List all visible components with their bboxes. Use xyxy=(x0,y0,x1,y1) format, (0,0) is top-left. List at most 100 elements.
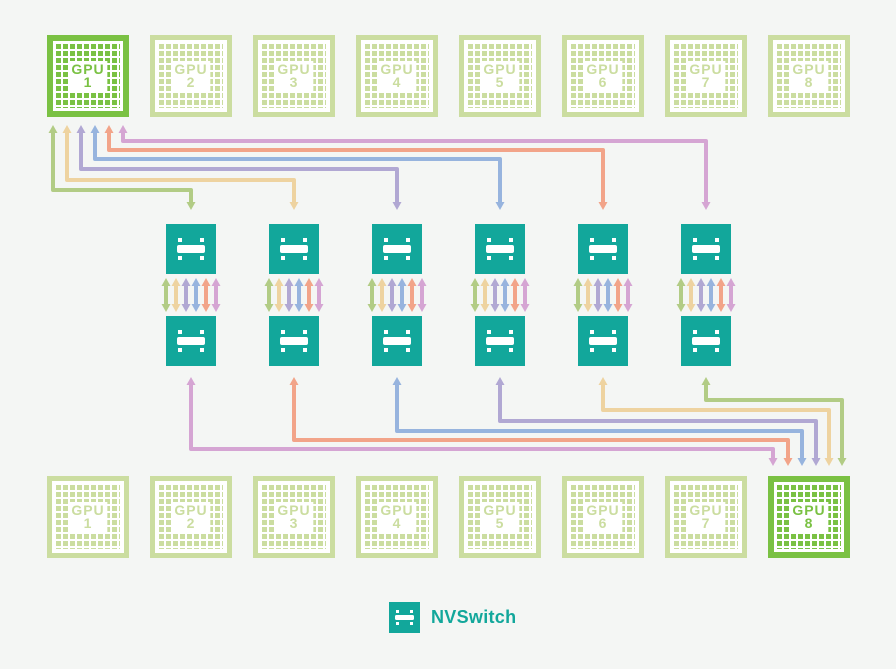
arrowhead-down xyxy=(500,304,510,312)
arrowhead-up xyxy=(377,278,387,286)
arrowhead-down xyxy=(387,304,397,312)
arrowhead-down xyxy=(686,304,696,312)
arrowhead-up xyxy=(289,377,299,385)
arrowhead-up xyxy=(686,278,696,286)
arrowhead-down xyxy=(201,304,211,312)
wire-top-tan xyxy=(65,133,296,202)
arrowhead-up xyxy=(470,278,480,286)
arrowhead-up xyxy=(623,278,633,286)
arrowhead-down xyxy=(480,304,490,312)
arrowhead-down xyxy=(186,202,196,210)
arrowhead-up xyxy=(598,377,608,385)
arrowhead-up xyxy=(593,278,603,286)
switch-bar-glyph xyxy=(589,245,617,253)
switch-bar-glyph xyxy=(486,337,514,345)
nvswitch-bottom-2 xyxy=(269,316,319,366)
legend: NVSwitch xyxy=(389,602,516,633)
arrowhead-up xyxy=(264,278,274,286)
arrowhead-up xyxy=(201,278,211,286)
arrowhead-down xyxy=(211,304,221,312)
arrowhead-up xyxy=(520,278,530,286)
switch-bar-glyph xyxy=(486,245,514,253)
switch-dots-glyph xyxy=(384,330,388,334)
wire-bottom-tan xyxy=(601,385,831,458)
arrowhead-down xyxy=(417,304,427,312)
nvswitch-top-5 xyxy=(578,224,628,274)
switch-dots-glyph xyxy=(178,238,182,242)
arrowhead-down xyxy=(274,304,284,312)
switch-bar-glyph xyxy=(383,337,411,345)
switch-dots-glyph xyxy=(396,610,399,613)
nvswitch-legend-icon xyxy=(389,602,420,633)
arrowhead-down xyxy=(314,304,324,312)
nvswitch-top-2 xyxy=(269,224,319,274)
arrowhead-up xyxy=(510,278,520,286)
wire-top-salmon xyxy=(107,133,605,202)
arrowhead-down xyxy=(768,458,778,466)
arrowhead-down xyxy=(783,458,793,466)
nvswitch-top-4 xyxy=(475,224,525,274)
arrowhead-up xyxy=(367,278,377,286)
arrowhead-down xyxy=(284,304,294,312)
arrowhead-down xyxy=(407,304,417,312)
switch-bar-glyph xyxy=(177,337,205,345)
nvswitch-bottom-4 xyxy=(475,316,525,366)
switch-dots-glyph xyxy=(487,238,491,242)
switch-dots-glyph xyxy=(178,330,182,334)
arrowhead-down xyxy=(701,202,711,210)
arrowhead-up xyxy=(294,278,304,286)
nvswitch-top-1 xyxy=(166,224,216,274)
arrowhead-down xyxy=(696,304,706,312)
arrowhead-down xyxy=(824,458,834,466)
nvswitch-top-3 xyxy=(372,224,422,274)
arrowhead-up xyxy=(284,278,294,286)
switch-bar-glyph xyxy=(383,245,411,253)
arrowhead-down xyxy=(613,304,623,312)
arrowhead-up xyxy=(407,278,417,286)
arrowhead-down xyxy=(264,304,274,312)
arrowhead-up xyxy=(583,278,593,286)
switch-bar-glyph xyxy=(280,245,308,253)
arrowhead-down xyxy=(837,458,847,466)
nvswitch-bottom-1 xyxy=(166,316,216,366)
wire-top-purple xyxy=(79,133,399,202)
arrowhead-up xyxy=(701,377,711,385)
switch-dots-glyph xyxy=(693,238,697,242)
arrowhead-down xyxy=(294,304,304,312)
arrowhead-up xyxy=(696,278,706,286)
switch-bar-glyph xyxy=(589,337,617,345)
arrowhead-down xyxy=(304,304,314,312)
arrowhead-up xyxy=(304,278,314,286)
arrowhead-down xyxy=(726,304,736,312)
arrowhead-down xyxy=(598,202,608,210)
arrowhead-up xyxy=(161,278,171,286)
arrowhead-up xyxy=(186,377,196,385)
arrowhead-up xyxy=(171,278,181,286)
arrowhead-up xyxy=(211,278,221,286)
arrowhead-up xyxy=(76,125,86,133)
arrowhead-down xyxy=(706,304,716,312)
